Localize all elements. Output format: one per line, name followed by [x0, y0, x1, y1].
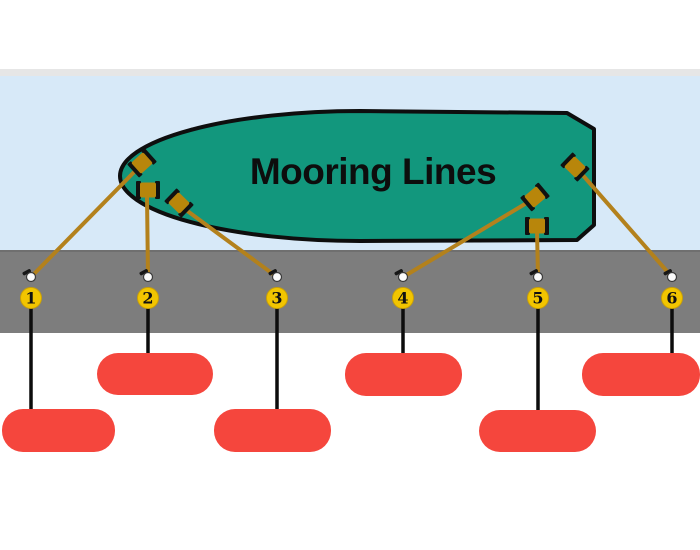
- diagram-title: Mooring Lines: [250, 151, 496, 192]
- answer-box-2[interactable]: [97, 353, 213, 395]
- bollard-icon: [268, 269, 283, 283]
- answer-box-1[interactable]: [2, 409, 115, 452]
- number-marker-5: 5: [527, 287, 549, 309]
- dock-quay: [0, 250, 700, 333]
- winch-icon: [525, 217, 549, 235]
- answer-box-4[interactable]: [345, 353, 462, 396]
- shore-strip: [0, 69, 700, 76]
- marker-label-2: 2: [142, 289, 153, 308]
- bollard-icon: [22, 269, 37, 283]
- number-marker-2: 2: [137, 287, 159, 309]
- mooring-rope-2: [145, 194, 150, 279]
- answer-box-6[interactable]: [582, 353, 700, 396]
- marker-label-3: 3: [271, 289, 282, 308]
- marker-label-4: 4: [397, 289, 408, 308]
- number-marker-1: 1: [20, 287, 42, 309]
- number-marker-6: 6: [661, 287, 683, 309]
- answer-box-5[interactable]: [479, 410, 596, 452]
- winch-icon: [127, 148, 157, 178]
- mooring-rope-3: [180, 205, 279, 279]
- mooring-rope-4: [401, 199, 532, 279]
- winch-icon: [136, 181, 160, 199]
- number-marker-3: 3: [266, 287, 288, 309]
- marker-label-6: 6: [666, 289, 677, 308]
- answer-box-3[interactable]: [214, 409, 331, 452]
- bollard-icon: [394, 269, 409, 283]
- bollard-icon: [139, 269, 154, 283]
- bollard-icon: [663, 269, 678, 283]
- winch-icon: [520, 182, 550, 212]
- mooring-rope-6: [578, 170, 674, 279]
- bollard-icon: [529, 269, 544, 283]
- mooring-rope-5: [535, 228, 540, 279]
- marker-label-1: 1: [25, 289, 36, 308]
- winch-icon: [560, 152, 590, 182]
- winch-icon: [164, 188, 194, 218]
- ship-hull: [118, 109, 596, 243]
- marker-label-5: 5: [532, 289, 543, 308]
- number-marker-4: 4: [392, 287, 414, 309]
- mooring-rope-1: [29, 164, 142, 279]
